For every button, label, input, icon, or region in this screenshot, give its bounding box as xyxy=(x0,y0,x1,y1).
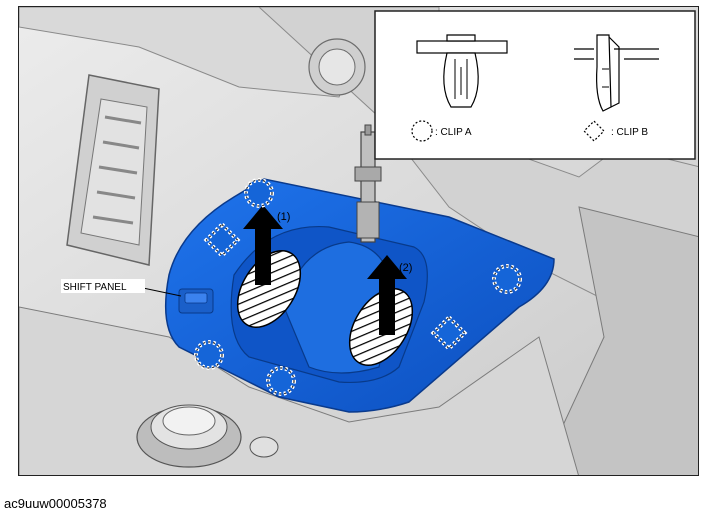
clip-a-markers xyxy=(194,178,522,396)
clip-b-legend-icon xyxy=(583,120,605,142)
commander-knob xyxy=(136,404,279,468)
clip-legend: : CLIP A : CLIP B xyxy=(374,10,696,160)
clip-b-detail-icon xyxy=(574,34,659,112)
pull-arrow-2 xyxy=(367,255,407,335)
dash-knob-inner xyxy=(318,48,356,86)
step-2-label: (2) xyxy=(399,262,412,274)
shift-panel-label: SHIFT PANEL xyxy=(63,282,127,293)
shift-panel-diagram: (1) (2) SHIFT PANEL xyxy=(19,7,698,475)
figure-id: ac9uuw00005378 xyxy=(4,496,107,511)
legend-box xyxy=(374,10,696,160)
shift-panel-label-bg xyxy=(61,279,145,293)
accelerator-pedal xyxy=(66,74,160,266)
clip-b-legend-label: : CLIP B xyxy=(611,127,648,138)
clip-a-detail-icon xyxy=(416,34,508,108)
illustration-frame: (1) (2) SHIFT PANEL xyxy=(18,6,699,476)
pull-arrow-1 xyxy=(243,205,283,285)
shift-lever xyxy=(354,124,382,243)
hand-grip-1 xyxy=(236,250,302,328)
panel-switch xyxy=(178,288,214,314)
clip-b-markers xyxy=(203,221,468,352)
step-1-label: (1) xyxy=(277,211,290,223)
shift-panel-leader xyxy=(142,287,182,297)
clip-a-legend-icon xyxy=(411,120,433,142)
console-right-wall xyxy=(539,206,698,475)
clip-a-legend-label: : CLIP A xyxy=(435,127,472,138)
